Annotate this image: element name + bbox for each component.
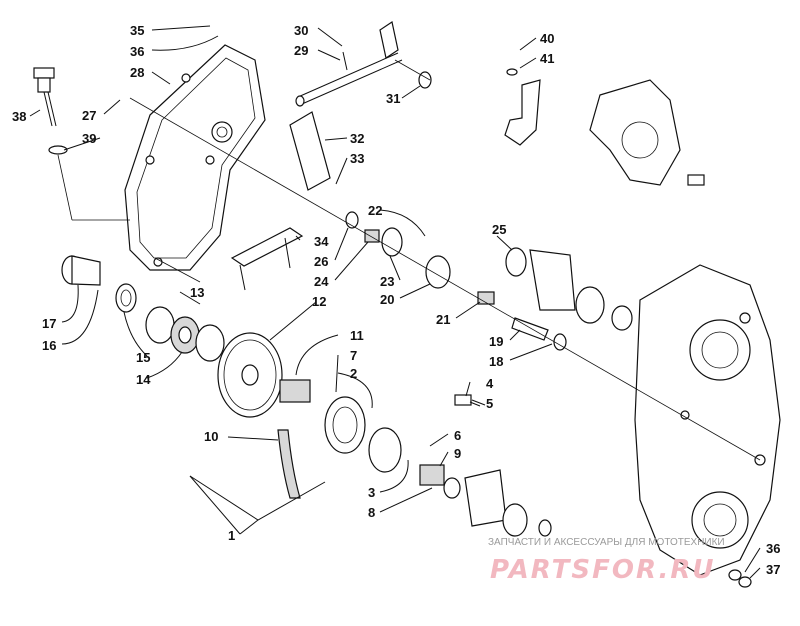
callout-1: 1 (228, 528, 235, 543)
callout-14: 14 (136, 372, 151, 387)
callout-28: 28 (130, 65, 144, 80)
callout-27: 27 (82, 108, 96, 123)
upper-right-assembly (504, 68, 705, 186)
callout-12: 12 (312, 294, 326, 309)
callout-38: 38 (12, 109, 26, 124)
callout-labels: 35 36 28 27 38 39 30 29 31 32 33 40 41 2… (12, 23, 780, 577)
watermark: ЗАПЧАСТИ И АКСЕССУАРЫ ДЛЯ МОТОТЕХНИКИ PA… (488, 537, 725, 585)
callout-8: 8 (368, 505, 375, 520)
callout-13: 13 (190, 285, 204, 300)
callout-37: 37 (766, 562, 780, 577)
gear-housing (634, 264, 781, 576)
callout-4: 4 (486, 376, 494, 391)
callout-30: 30 (294, 23, 308, 38)
callout-40: 40 (540, 31, 554, 46)
callout-22: 22 (368, 203, 382, 218)
callout-19: 19 (489, 334, 503, 349)
callout-32: 32 (350, 131, 364, 146)
callout-18: 18 (489, 354, 503, 369)
callout-11: 11 (350, 328, 364, 343)
callout-26: 26 (314, 254, 328, 269)
callout-10: 10 (204, 429, 218, 444)
callout-41: 41 (540, 51, 554, 66)
watermark-logo: PARTSFOR.RU (490, 555, 715, 585)
bracket (230, 227, 304, 291)
callout-9: 9 (454, 446, 461, 461)
callout-24: 24 (314, 274, 329, 289)
callout-17: 17 (42, 316, 56, 331)
callout-25: 25 (492, 222, 506, 237)
callout-16: 16 (42, 338, 56, 353)
dipstick-plug (33, 67, 68, 155)
callout-39: 39 (82, 131, 96, 146)
callout-35: 35 (130, 23, 144, 38)
callout-33: 33 (350, 151, 364, 166)
callout-21: 21 (436, 312, 450, 327)
callout-36: 36 (130, 44, 144, 59)
shift-shaft (295, 21, 432, 107)
callout-5: 5 (486, 396, 493, 411)
callout-15: 15 (136, 350, 150, 365)
callout-2: 2 (350, 366, 357, 381)
callout-31: 31 (386, 91, 400, 106)
cover-plate (289, 111, 331, 191)
callout-7: 7 (350, 348, 357, 363)
assembly-axis-lines (57, 59, 761, 461)
callout-6: 6 (454, 428, 461, 443)
callout-3: 3 (368, 485, 375, 500)
callout-20: 20 (380, 292, 394, 307)
drive-components (61, 211, 752, 588)
callout-36-bottom: 36 (766, 541, 780, 556)
callout-29: 29 (294, 43, 308, 58)
callout-34: 34 (314, 234, 329, 249)
callout-23: 23 (380, 274, 394, 289)
chaincase-cover (124, 44, 266, 271)
leader-lines (29, 25, 761, 579)
watermark-caption: ЗАПЧАСТИ И АКСЕССУАРЫ ДЛЯ МОТОТЕХНИКИ (488, 537, 725, 548)
